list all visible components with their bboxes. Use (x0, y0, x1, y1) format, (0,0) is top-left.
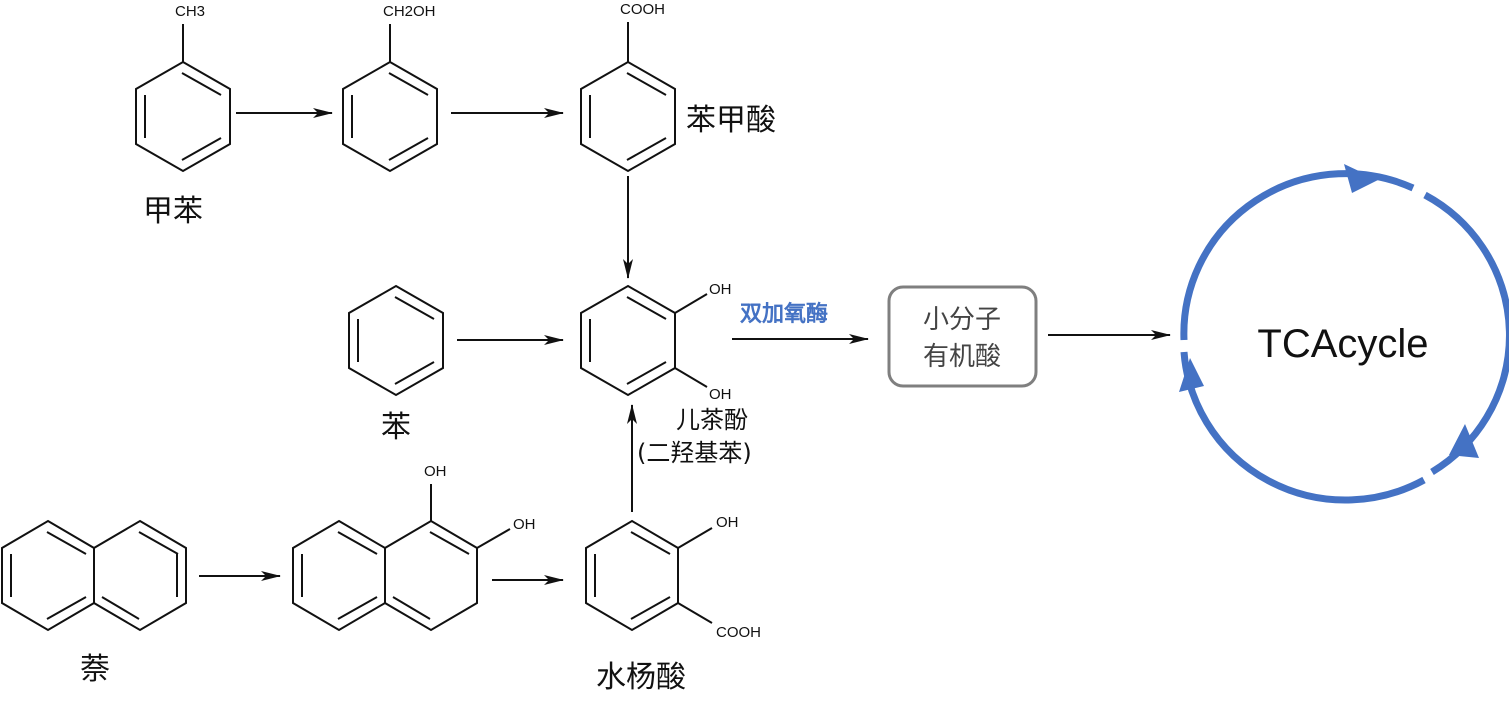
small-acids-line2: 有机酸 (923, 342, 1001, 372)
catechol-alias: (二羟基苯) (637, 439, 752, 467)
tca-arc-bottom (1180, 351, 1426, 504)
benzyl-alcohol-structure: CH2OH (342, 3, 438, 173)
tca-arrowhead-left (1179, 358, 1204, 392)
tca-cycle: TCAcycle (1179, 164, 1509, 504)
benzoic-acid-structure: COOH (580, 1, 676, 173)
enzyme-label: 双加氧酶 (740, 302, 828, 327)
tca-label: TCAcycle (1257, 322, 1428, 366)
catechol-structure: OH OH (580, 281, 732, 403)
catechol-oh-bottom-label: OH (709, 386, 732, 403)
benzoic-acid-cooh-label: COOH (620, 1, 665, 18)
small-acids-line1: 小分子 (923, 305, 1001, 335)
dihydroxynaphthalene-structure: OH OH (292, 463, 536, 632)
salicylic-cooh-label: COOH (716, 624, 761, 641)
salicylic-acid-name: 水杨酸 (596, 660, 686, 695)
salicylic-acid-structure: OH COOH (585, 514, 761, 641)
toluene-methyl-label: CH3 (175, 3, 205, 20)
benzyl-alcohol-ch2oh-label: CH2OH (383, 3, 436, 20)
tca-arc-upper-left (1180, 170, 1415, 341)
benzene-structure (348, 284, 444, 397)
naphthalene-structure (1, 519, 187, 632)
salicylic-oh-label: OH (716, 514, 739, 531)
diol-oh-top-label: OH (424, 463, 447, 480)
toluene-structure: CH3 (135, 3, 231, 173)
small-organic-acids-box: 小分子 有机酸 (887, 285, 1038, 388)
benzoic-acid-name: 苯甲酸 (686, 103, 776, 138)
catechol-oh-top-label: OH (709, 281, 732, 298)
tca-arrowhead-top (1344, 164, 1378, 193)
toluene-name: 甲苯 (143, 194, 203, 229)
tca-arrowhead-right (1449, 424, 1479, 458)
naphthalene-name: 萘 (80, 652, 110, 687)
benzene-name: 苯 (381, 410, 411, 445)
catechol-name: 儿茶酚 (676, 406, 748, 434)
diol-oh-right-label: OH (513, 516, 536, 533)
